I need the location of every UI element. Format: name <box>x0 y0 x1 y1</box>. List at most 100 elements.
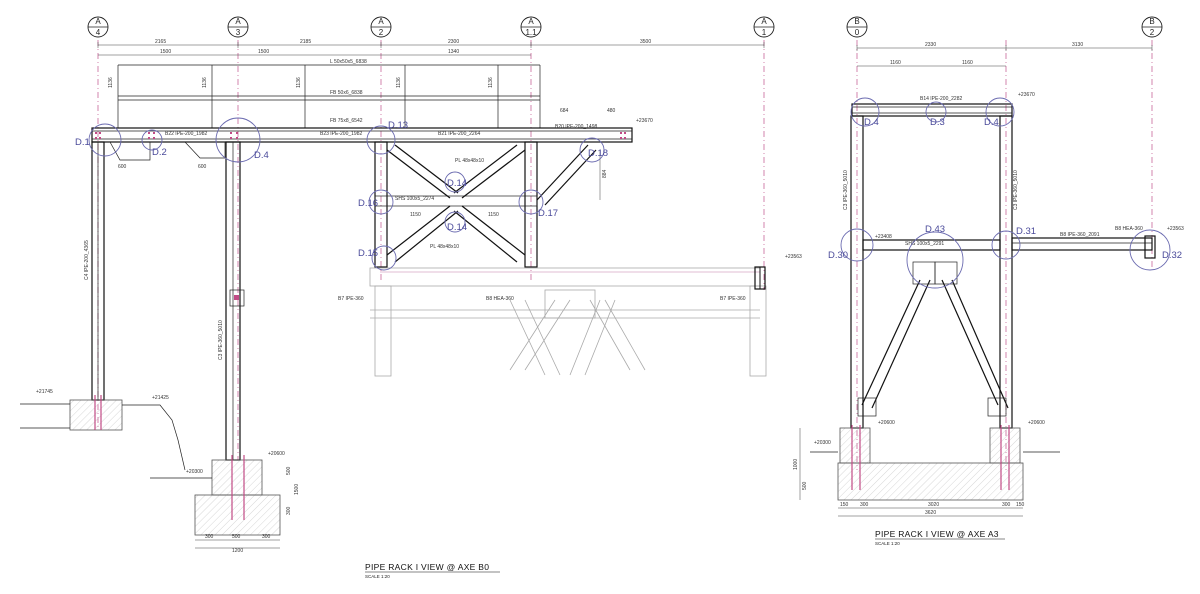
svg-text:FB 75x8_6542: FB 75x8_6542 <box>330 118 363 124</box>
lower-beam-faint: B7 IPE-360 B8 HEA-360 B7 IPE-360 +23563 <box>338 254 802 377</box>
svg-text:B7 IPE-360: B7 IPE-360 <box>338 296 364 302</box>
svg-text:150: 150 <box>840 502 849 508</box>
svg-text:B21 IPE-200_2264: B21 IPE-200_2264 <box>438 131 480 137</box>
main-beam: B22 IPE-200_1982 B23 IPE-200_1982 B21 IP… <box>91 108 653 143</box>
svg-text:2300: 2300 <box>448 39 459 45</box>
svg-text:1500: 1500 <box>258 49 269 55</box>
svg-text:3130: 3130 <box>1072 42 1083 48</box>
svg-text:+21425: +21425 <box>152 395 169 401</box>
svg-text:1136: 1136 <box>108 77 114 88</box>
svg-text:A: A <box>761 17 767 26</box>
svg-text:1136: 1136 <box>488 77 494 88</box>
svg-text:300: 300 <box>286 506 292 515</box>
svg-text:2185: 2185 <box>300 39 311 45</box>
top-dimension-chain: 2165 2185 2300 3500 1500 1500 1340 <box>97 39 765 56</box>
svg-text:884: 884 <box>602 169 608 178</box>
grid-bubble-b2: B 2 <box>1141 16 1163 38</box>
svg-text:D.14: D.14 <box>447 222 467 233</box>
svg-text:1150: 1150 <box>488 212 499 218</box>
svg-text:B7 IPE-360: B7 IPE-360 <box>720 296 746 302</box>
svg-text:1000: 1000 <box>793 459 799 470</box>
top-dimension-chain-right: 2330 3130 1160 1160 <box>856 42 1153 67</box>
svg-text:D.18: D.18 <box>588 148 608 159</box>
svg-text:3500: 3500 <box>640 39 651 45</box>
svg-text:+21745: +21745 <box>36 389 53 395</box>
svg-text:D.14: D.14 <box>447 178 467 189</box>
svg-text:SHS 100x5_2291: SHS 100x5_2291 <box>905 241 944 247</box>
detail-markers-right: D.4 D.3 D.4 D.30 D.43 D.31 D.32 <box>828 97 1182 289</box>
grid-bubble-a2: A 2 <box>370 16 392 38</box>
svg-text:1136: 1136 <box>396 77 402 88</box>
svg-text:480: 480 <box>607 108 616 114</box>
svg-text:D.4: D.4 <box>984 117 999 128</box>
svg-text:300: 300 <box>860 502 869 508</box>
svg-text:B22 IPE-200_1982: B22 IPE-200_1982 <box>165 131 207 137</box>
svg-text:150: 150 <box>1016 502 1025 508</box>
svg-text:+20300: +20300 <box>186 469 203 475</box>
svg-text:1500: 1500 <box>160 49 171 55</box>
detail-markers-left: D.1 D.2 D.4 D.13 D.14 D.14 D.15 D.16 D.1… <box>75 117 608 271</box>
left-view: A 4 A 3 A 2 A 1.1 A 1 2165 <box>20 16 802 579</box>
svg-text:D.15: D.15 <box>358 248 378 259</box>
svg-text:+23563: +23563 <box>785 254 802 260</box>
svg-text:D.16: D.16 <box>358 198 378 209</box>
svg-text:+23563: +23563 <box>1167 226 1184 232</box>
svg-text:B: B <box>854 17 859 26</box>
beam-b14: B14 IPE-200_2282 +23670 <box>851 92 1035 117</box>
svg-text:D.31: D.31 <box>1016 226 1036 237</box>
svg-text:C3 IPE-360_5010: C3 IPE-360_5010 <box>843 170 849 210</box>
svg-text:C3 IPE-360_5010: C3 IPE-360_5010 <box>1013 170 1019 210</box>
svg-text:2: 2 <box>1150 28 1155 37</box>
svg-text:PL 48x48x10: PL 48x48x10 <box>430 244 459 250</box>
svg-text:B8 IPE-360_2091: B8 IPE-360_2091 <box>1060 232 1100 238</box>
column-c3: C3 IPE-360_5010 <box>218 141 245 461</box>
svg-text:1500: 1500 <box>294 484 300 495</box>
svg-text:L 50x50x5_6838: L 50x50x5_6838 <box>330 59 367 65</box>
svg-text:1: 1 <box>762 28 767 37</box>
svg-text:B8 HEA-360: B8 HEA-360 <box>486 296 514 302</box>
svg-text:C3 IPE-360_5010: C3 IPE-360_5010 <box>218 320 224 360</box>
svg-text:D.4: D.4 <box>254 150 269 161</box>
svg-text:D.4: D.4 <box>864 117 879 128</box>
svg-text:A: A <box>235 17 241 26</box>
svg-text:500: 500 <box>802 481 808 490</box>
svg-text:1136: 1136 <box>202 77 208 88</box>
svg-text:D.13: D.13 <box>388 120 408 131</box>
svg-text:1.1: 1.1 <box>525 28 537 37</box>
handrail: L 50x50x5_6838 FB 50x6_6838 FB 75x8_6542… <box>108 59 541 128</box>
middle-footing: +20300 +20600 300 500 300 1200 500 1500 … <box>150 451 300 554</box>
svg-text:D.17: D.17 <box>538 208 558 219</box>
svg-text:B14 IPE-200_2282: B14 IPE-200_2282 <box>920 96 962 102</box>
svg-text:FB 50x6_6838: FB 50x6_6838 <box>330 90 363 96</box>
svg-text:SCALE 1:20: SCALE 1:20 <box>875 541 900 546</box>
svg-text:1340: 1340 <box>448 49 459 55</box>
v-bracing <box>857 261 1009 417</box>
svg-text:SCALE 1:20: SCALE 1:20 <box>365 574 390 579</box>
svg-text:500: 500 <box>232 534 241 540</box>
svg-text:SHS 100x5_2274: SHS 100x5_2274 <box>395 196 434 202</box>
svg-text:PIPE RACK I VIEW @ AXE A3: PIPE RACK I VIEW @ AXE A3 <box>875 529 999 539</box>
view-title-a3: PIPE RACK I VIEW @ AXE A3 SCALE 1:20 <box>875 529 1005 546</box>
beam-b8: B8 IPE-360_2091 B8 HEA-360 +23563 +23408… <box>862 226 1184 259</box>
grid-bubble-a1: A 1 <box>753 16 775 38</box>
right-footing: +20300 +20600 +20600 150 300 3020 300 15… <box>793 420 1060 517</box>
left-pedestal <box>69 399 123 431</box>
svg-text:500: 500 <box>286 466 292 475</box>
svg-text:600: 600 <box>118 164 127 170</box>
svg-text:D.3: D.3 <box>930 117 945 128</box>
x-bracing: SHS 100x5_2274 PL 48x48x10 PL 48x48x10 1… <box>374 141 608 268</box>
svg-text:1160: 1160 <box>890 60 901 66</box>
svg-text:600: 600 <box>198 164 207 170</box>
svg-text:1136: 1136 <box>296 77 302 88</box>
svg-text:B8 HEA-360: B8 HEA-360 <box>1115 226 1143 232</box>
svg-text:+23670: +23670 <box>636 118 653 124</box>
svg-text:1150: 1150 <box>410 212 421 218</box>
svg-text:B20 IPE-200_1498: B20 IPE-200_1498 <box>555 124 597 130</box>
right-view: B 0 B 2 2330 3130 1160 1160 B14 IPE-200_… <box>793 16 1184 546</box>
svg-text:4: 4 <box>96 28 101 37</box>
view-title-b0: PIPE RACK I VIEW @ AXE B0 SCALE 1:20 <box>365 562 500 579</box>
svg-text:+23408: +23408 <box>875 234 892 240</box>
svg-text:300: 300 <box>1002 502 1011 508</box>
grid-bubble-a1-1: A 1.1 <box>520 16 542 38</box>
